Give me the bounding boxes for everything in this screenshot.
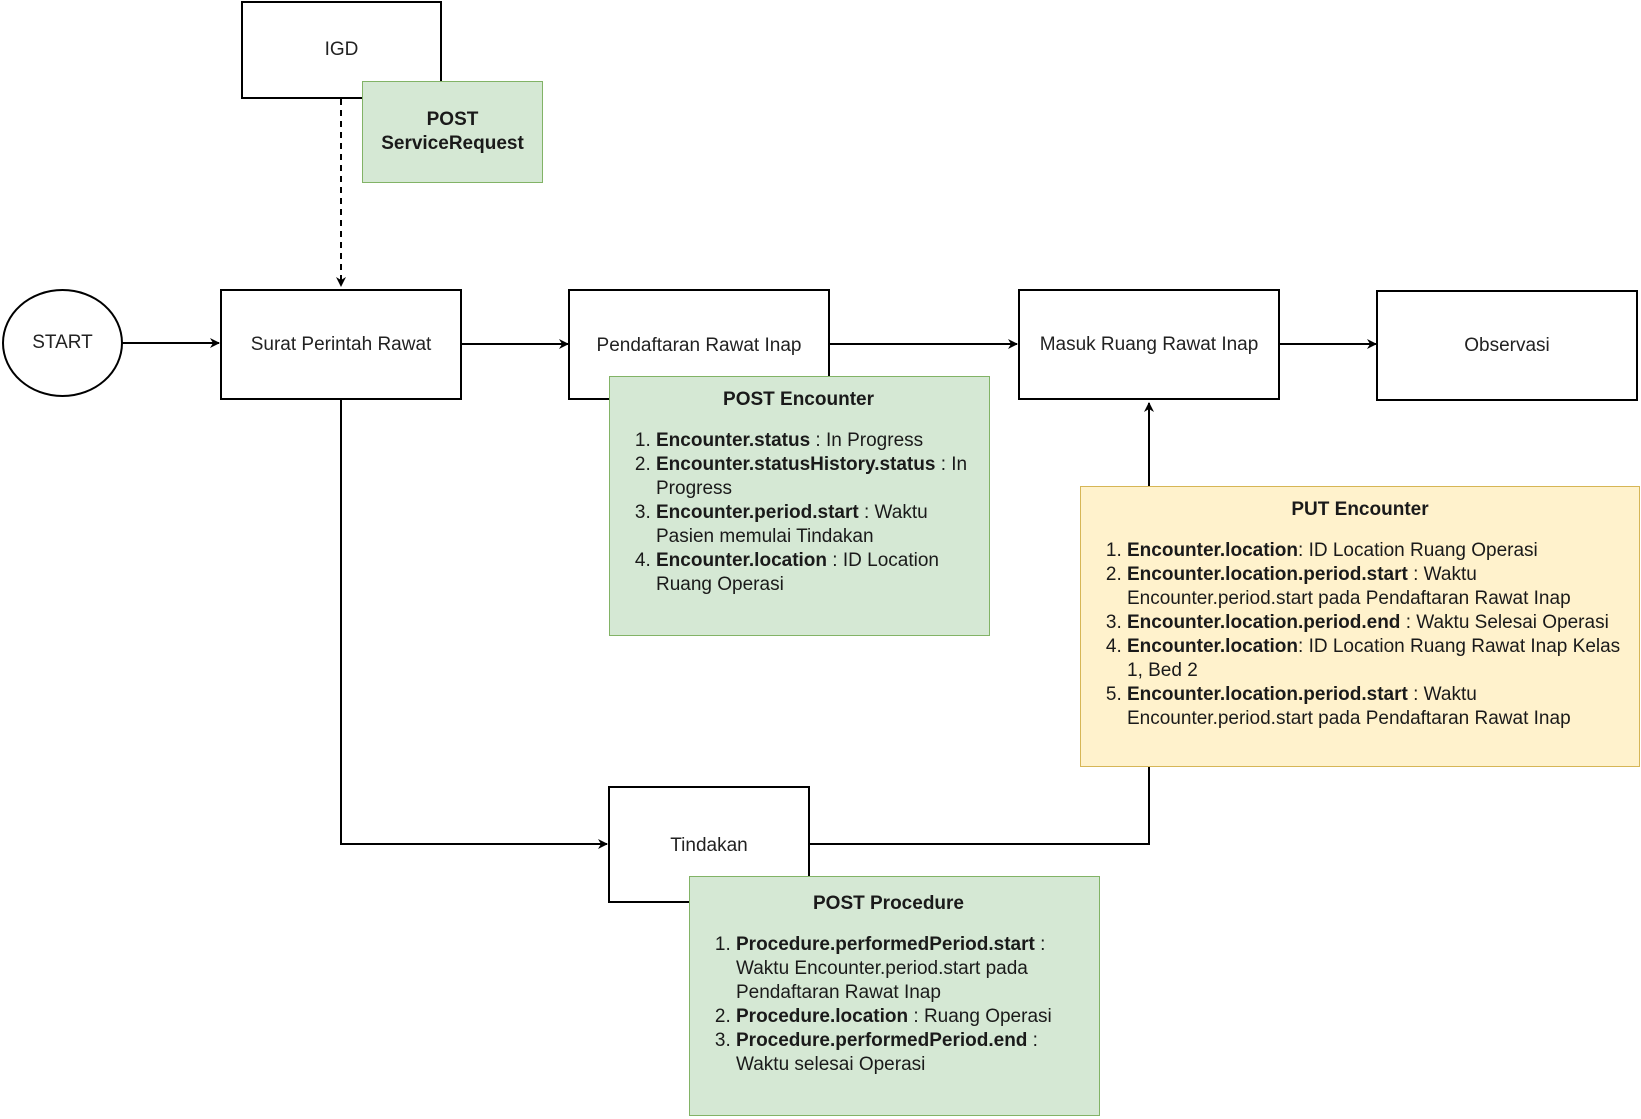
list-item: Encounter.period.start : Waktu Pasien me…	[656, 501, 979, 549]
list-item: Encounter.location : ID Location Ruang O…	[656, 549, 979, 597]
node-start: START	[2, 289, 123, 397]
field-name: Procedure.performedPeriod.end	[736, 1030, 1028, 1051]
list-item: Encounter.location.period.start : Waktu …	[1127, 563, 1631, 611]
field-value: : Waktu Encounter.period.start pada Pend…	[1127, 564, 1571, 609]
arrow-surat-to-tindakan	[340, 399, 608, 849]
list-item: Encounter.statusHistory.status : In Prog…	[656, 453, 979, 501]
list-item: Encounter.status : In Progress	[656, 429, 979, 453]
field-value: : Waktu Selesai Operasi	[1400, 612, 1609, 633]
node-igd-label: IGD	[324, 39, 359, 60]
list-item: Encounter.location.period.end : Waktu Se…	[1127, 611, 1631, 635]
note-post-encounter-list: Encounter.status : In Progress Encounter…	[618, 429, 979, 597]
field-value: : ID Location Ruang Rawat Inap Kelas 1, …	[1127, 636, 1621, 681]
note-servicerequest-title-line1: POST	[426, 109, 479, 130]
node-surat-label: Surat Perintah Rawat	[250, 333, 432, 355]
field-name: Procedure.location	[736, 1006, 909, 1027]
node-pendaftaran-label: Pendaftaran Rawat Inap	[596, 334, 802, 356]
field-name: Encounter.location	[656, 550, 828, 571]
field-name: Procedure.performedPeriod.start	[736, 934, 1035, 955]
note-post-encounter: POST Encounter Encounter.status : In Pro…	[609, 376, 990, 636]
note-post-procedure-title: POST Procedure	[813, 893, 964, 914]
field-value: : Waktu Encounter.period.start pada Pend…	[736, 934, 1046, 1003]
note-put-encounter-title: PUT Encounter	[1291, 499, 1429, 520]
field-name: Encounter.status	[656, 430, 811, 451]
field-name: Encounter.location	[1127, 636, 1299, 657]
field-name: Encounter.location	[1127, 540, 1299, 561]
node-observasi: Observasi	[1376, 290, 1638, 401]
node-start-label: START	[32, 332, 93, 353]
note-post-encounter-title: POST Encounter	[723, 389, 874, 410]
note-servicerequest-title-line2: ServiceRequest	[381, 133, 524, 154]
list-item: Procedure.performedPeriod.start : Waktu …	[736, 933, 1079, 1005]
field-value: : Ruang Operasi	[908, 1006, 1052, 1027]
node-masuk-label: Masuk Ruang Rawat Inap	[1039, 333, 1259, 355]
list-item: Encounter.location: ID Location Ruang Ra…	[1127, 635, 1631, 683]
list-item: Procedure.performedPeriod.end : Waktu se…	[736, 1029, 1079, 1077]
note-post-servicerequest: POST ServiceRequest	[362, 81, 543, 183]
field-value: : ID Location Ruang Operasi	[656, 550, 939, 595]
note-put-encounter-list: Encounter.location: ID Location Ruang Op…	[1089, 539, 1631, 731]
node-tindakan-label: Tindakan	[670, 834, 748, 856]
list-item: Procedure.location : Ruang Operasi	[736, 1005, 1079, 1029]
note-put-encounter: PUT Encounter Encounter.location: ID Loc…	[1080, 486, 1640, 767]
list-item: Encounter.location.period.start : Waktu …	[1127, 683, 1631, 731]
field-name: Encounter.location.period.end	[1127, 612, 1401, 633]
field-name: Encounter.period.start	[656, 502, 859, 523]
field-value: : In Progress	[810, 430, 924, 451]
field-value: : ID Location Ruang Operasi	[1298, 540, 1538, 561]
field-value: : Waktu Encounter.period.start pada Pend…	[1127, 684, 1571, 729]
node-observasi-label: Observasi	[1464, 334, 1550, 356]
field-name: Encounter.location.period.start	[1127, 684, 1408, 705]
field-value: : Waktu Pasien memulai Tindakan	[656, 502, 928, 547]
field-name: Encounter.statusHistory.status	[656, 454, 936, 475]
node-masuk-ruang-rawat-inap: Masuk Ruang Rawat Inap	[1018, 289, 1280, 400]
field-value: : In Progress	[656, 454, 968, 499]
field-name: Encounter.location.period.start	[1127, 564, 1408, 585]
field-value: : Waktu selesai Operasi	[736, 1030, 1038, 1075]
list-item: Encounter.location: ID Location Ruang Op…	[1127, 539, 1631, 563]
node-surat-perintah-rawat: Surat Perintah Rawat	[220, 289, 462, 400]
note-post-procedure-list: Procedure.performedPeriod.start : Waktu …	[698, 933, 1079, 1077]
note-post-procedure: POST Procedure Procedure.performedPeriod…	[689, 876, 1100, 1116]
